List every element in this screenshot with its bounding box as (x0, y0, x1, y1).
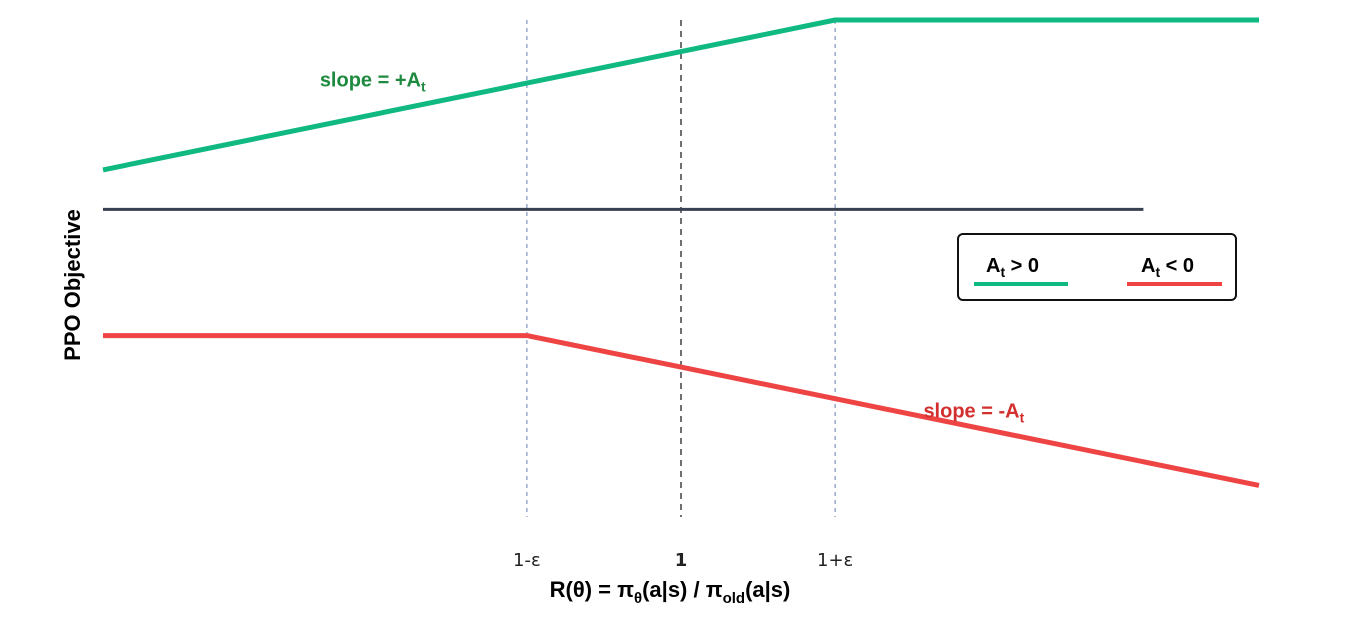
series-line-neg (103, 333, 1260, 488)
slope-annotation-neg: slope = -At (923, 401, 1024, 426)
x-tick-label-0: 1-ε (513, 550, 541, 571)
x-tick-labels: 1-ε 1 1+ε (513, 550, 853, 571)
legend-label-negative: At < 0 (1141, 255, 1194, 280)
slope-annotation-pos: slope = +At (320, 69, 426, 94)
reference-lines (526, 20, 836, 517)
x-axis-label: R(θ) = πθ(a|s) / πold(a|s) (550, 577, 791, 607)
x-tick-label-1: 1 (675, 550, 688, 571)
slope-annotations: slope = +At slope = -At (320, 69, 1025, 425)
y-axis-label: PPO Objective (60, 209, 85, 361)
legend: At > 0 At < 0 (957, 233, 1237, 301)
legend-label-positive: At > 0 (986, 255, 1039, 280)
series-line-pos (102, 17, 1259, 173)
series-lines (102, 17, 1260, 488)
x-tick-label-2: 1+ε (817, 550, 853, 571)
